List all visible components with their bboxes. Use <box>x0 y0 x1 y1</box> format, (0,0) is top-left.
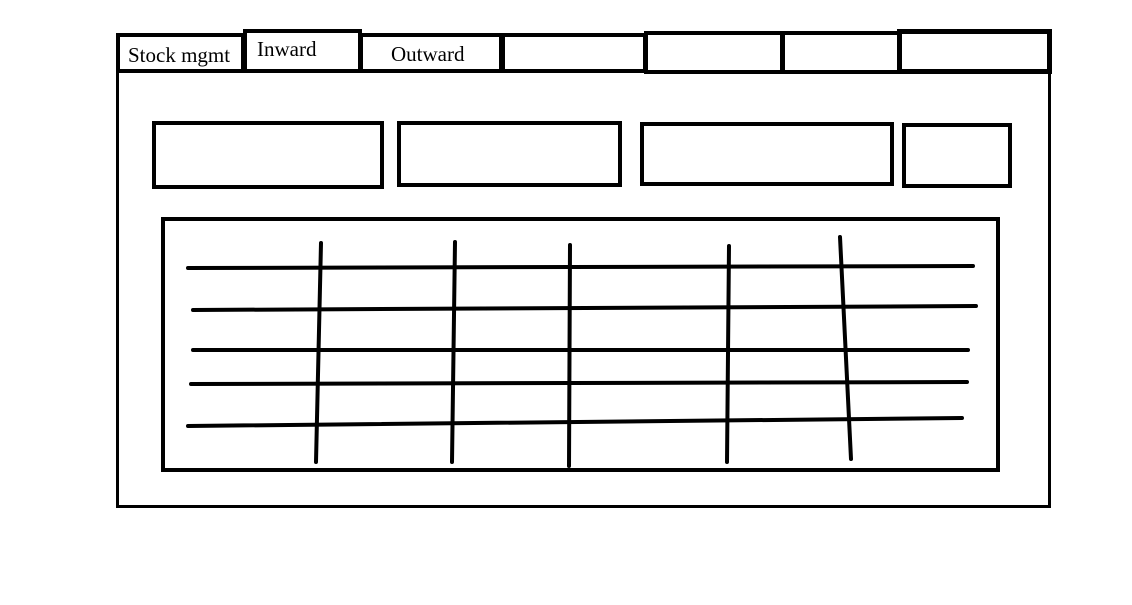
input-field-2[interactable] <box>397 121 622 187</box>
tab-5[interactable] <box>644 31 784 74</box>
input-field-3[interactable] <box>640 122 894 186</box>
tab-outward[interactable]: Outward <box>359 33 503 73</box>
main-panel <box>116 70 1051 508</box>
input-field-4[interactable] <box>902 123 1012 188</box>
tab-label: Outward <box>391 42 465 66</box>
tab-stock-mgmt[interactable]: Stock mgmt <box>116 33 245 73</box>
tab-inward[interactable]: Inward <box>243 29 362 73</box>
input-field-1[interactable] <box>152 121 384 189</box>
data-table <box>161 217 1000 472</box>
tab-6[interactable] <box>781 31 901 74</box>
tab-label: Inward <box>257 37 317 61</box>
tab-label: Stock mgmt <box>128 43 231 67</box>
tab-7[interactable] <box>897 29 1052 74</box>
tab-4[interactable] <box>501 33 647 73</box>
